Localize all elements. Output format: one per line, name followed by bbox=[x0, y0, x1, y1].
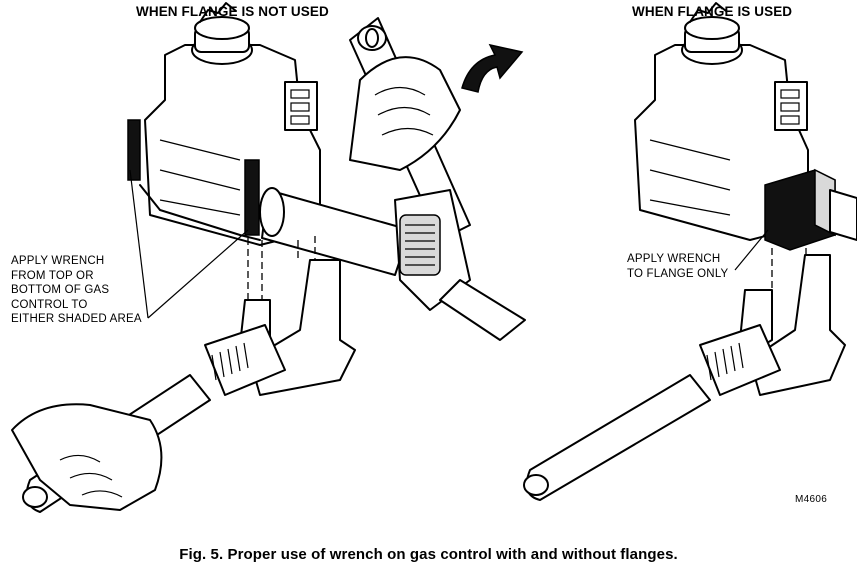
callout-left-line: BOTTOM OF GAS bbox=[11, 284, 110, 296]
callout-left-line: FROM TOP OR bbox=[11, 269, 94, 282]
heading-flange-used: WHEN FLANGE IS USED bbox=[632, 4, 793, 19]
callout-right-line: TO FLANGE ONLY bbox=[627, 267, 729, 280]
callout-left-line: CONTROL TO bbox=[11, 298, 88, 311]
figure-id: M4606 bbox=[795, 494, 828, 505]
figure-caption: Fig. 5. Proper use of wrench on gas cont… bbox=[179, 546, 678, 563]
pipe-wrench-upper bbox=[349, 17, 526, 341]
callout-apply-wrench-either-area: APPLY WRENCH FROM TOP OR BOTTOM OF GAS C… bbox=[11, 254, 142, 327]
pipe-left bbox=[259, 187, 411, 276]
heading-flange-not-used: WHEN FLANGE IS NOT USED bbox=[136, 4, 329, 19]
flange bbox=[764, 168, 836, 251]
adjustable-wrench-lower-left bbox=[11, 259, 356, 513]
callout-left-line: APPLY WRENCH bbox=[11, 255, 105, 267]
callout-left-line: EITHER SHADED AREA bbox=[11, 313, 142, 325]
callout-right-line: APPLY WRENCH bbox=[627, 253, 721, 265]
callout-apply-wrench-flange-only: APPLY WRENCH TO FLANGE ONLY bbox=[627, 252, 728, 281]
rotation-arrow bbox=[461, 43, 524, 93]
adjustable-wrench-right bbox=[523, 254, 846, 501]
